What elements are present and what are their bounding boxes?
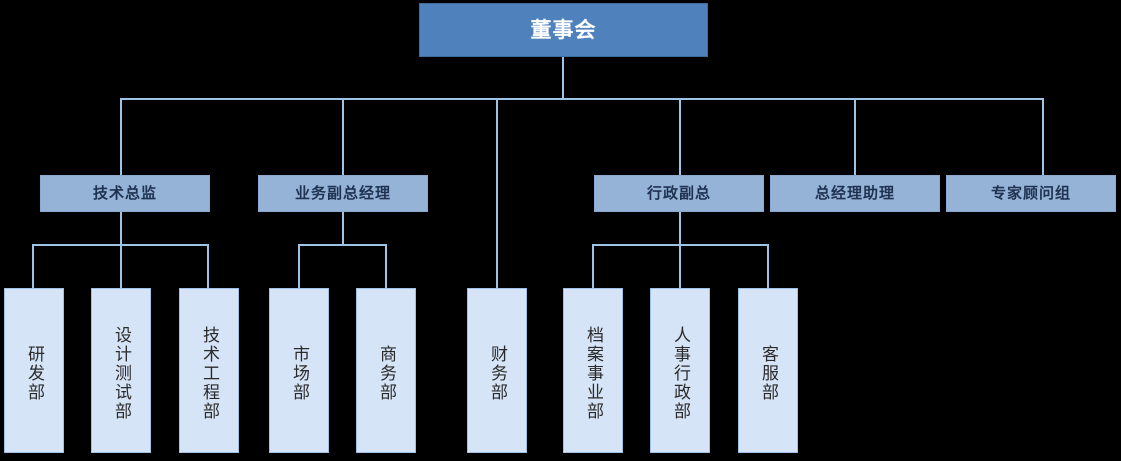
node-archive[interactable]: 档案事业部 <box>563 288 623 453</box>
connector-business-to-marketing <box>298 244 300 289</box>
connector-admin-vp-stem <box>679 212 681 245</box>
connector-admin-to-archive <box>592 244 594 289</box>
node-tech-eng[interactable]: 技术工程部 <box>179 288 239 453</box>
connector-business-vp-stem <box>342 212 344 245</box>
connector-business-vp-bus <box>298 244 387 246</box>
connector-admin-to-hr-admin <box>679 244 681 289</box>
node-rnd[interactable]: 研发部 <box>4 288 64 453</box>
node-commerce[interactable]: 商务部 <box>356 288 416 453</box>
node-design-test[interactable]: 设计测试部 <box>91 288 151 453</box>
connector-level1-bus <box>120 98 1044 100</box>
node-hr-admin[interactable]: 人事行政部 <box>650 288 710 453</box>
connector-bus-to-tech-director <box>120 98 122 176</box>
node-tech-director[interactable]: 技术总监 <box>40 175 210 212</box>
connector-bus-to-expert-group <box>1042 98 1044 176</box>
node-admin-vp[interactable]: 行政副总 <box>594 175 764 212</box>
connector-board-stem <box>562 57 564 100</box>
connector-tech-to-tech-eng <box>207 244 209 289</box>
connector-bus-to-admin-vp <box>679 98 681 176</box>
node-gm-assistant[interactable]: 总经理助理 <box>770 175 940 212</box>
connector-admin-to-customer-service <box>767 244 769 289</box>
node-marketing[interactable]: 市场部 <box>269 288 329 453</box>
node-board[interactable]: 董事会 <box>419 3 708 57</box>
node-customer-service[interactable]: 客服部 <box>738 288 798 453</box>
node-finance[interactable]: 财务部 <box>467 288 527 453</box>
connector-tech-to-design-test <box>120 244 122 289</box>
connector-business-to-commerce <box>385 244 387 289</box>
connector-bus-to-gm-assistant <box>854 98 856 176</box>
node-expert-group[interactable]: 专家顾问组 <box>946 175 1116 212</box>
connector-tech-director-stem <box>120 212 122 245</box>
connector-bus-to-business-vp <box>342 98 344 176</box>
connector-tech-to-rnd <box>32 244 34 289</box>
connector-bus-to-finance <box>496 98 498 289</box>
node-business-vp[interactable]: 业务副总经理 <box>258 175 428 212</box>
